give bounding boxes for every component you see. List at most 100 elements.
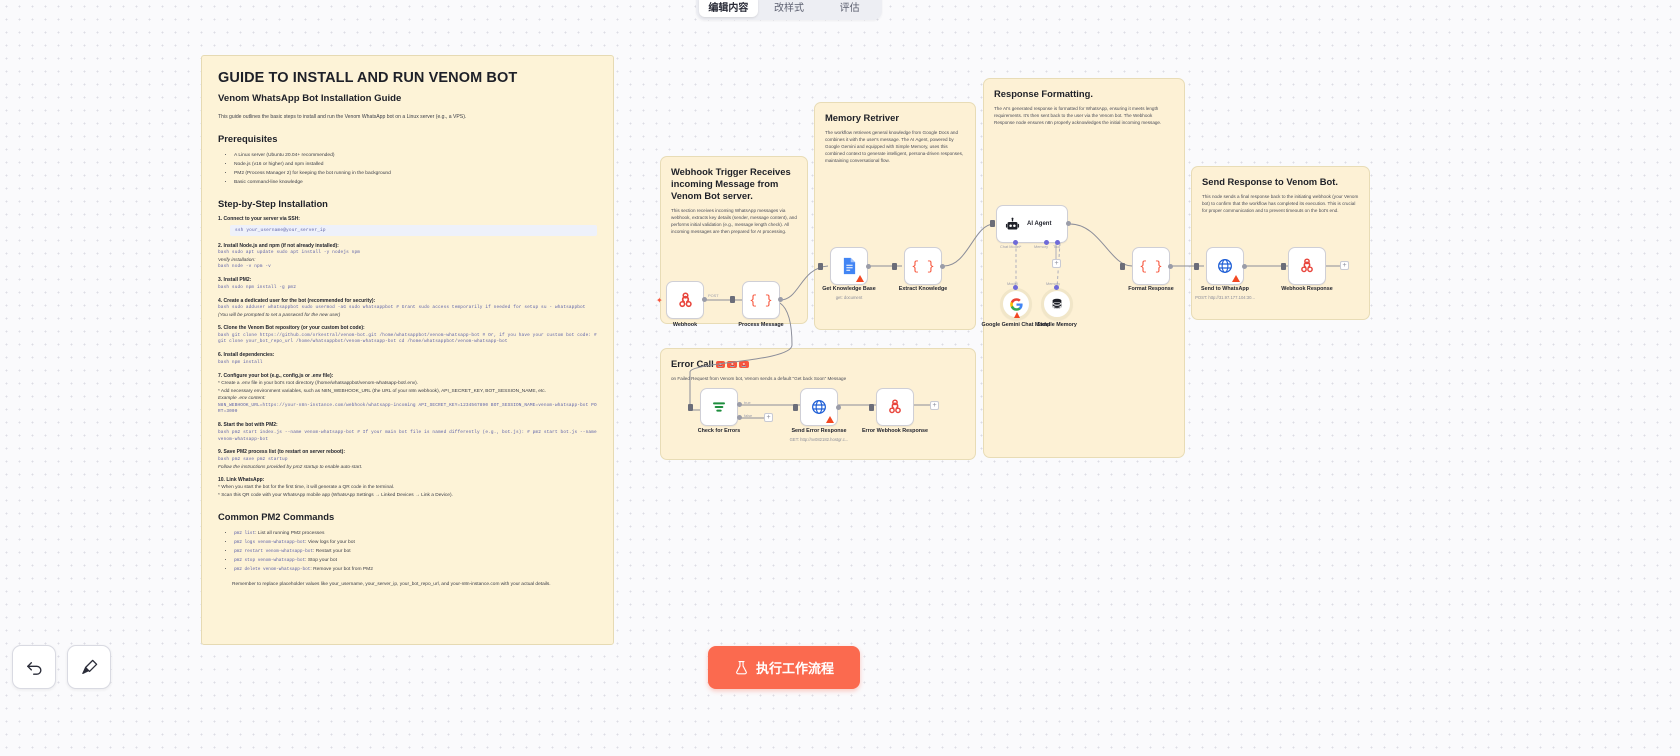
document-footer-note: Remember to replace placeholder values l… <box>232 582 551 588</box>
node-simple-memory[interactable] <box>1041 288 1073 320</box>
anchor-chat-model-label: Chat Model* <box>1000 244 1022 249</box>
step-command: bash node -v npm -v <box>218 264 271 270</box>
webhook-icon <box>889 399 901 414</box>
node-format-response[interactable]: { } <box>1132 247 1170 285</box>
list-item: Basic command-line knowledge <box>234 178 597 187</box>
tab-evaluate[interactable]: 评估 <box>839 2 860 14</box>
install-step: 8. Start the bot with PM2: bash pm2 star… <box>218 422 597 443</box>
port-memory-top[interactable] <box>1054 285 1059 290</box>
node-process-message[interactable]: { } <box>742 281 780 319</box>
port-memory[interactable] <box>1044 240 1049 245</box>
code-braces-icon: { } <box>749 292 773 308</box>
node-webhook[interactable] <box>666 281 704 319</box>
node-ai-agent[interactable]: AI Agent <box>996 205 1068 243</box>
port-senderr-in[interactable] <box>793 404 798 411</box>
port-sendwa-in[interactable] <box>1194 263 1199 270</box>
list-item: pm2 logs venom-whatsapp-bot: View logs f… <box>234 538 597 547</box>
node-get-knowledge-base[interactable] <box>830 247 868 285</box>
add-tool-button[interactable]: + <box>1052 259 1061 268</box>
anchor-false-label: false <box>744 413 753 418</box>
step-title: 3. Install PM2: <box>218 277 252 284</box>
flask-icon <box>736 661 747 675</box>
step-command: bash sudo adduser whatsappbot sudo userm… <box>218 305 586 311</box>
node-extract-knowledge[interactable]: { } <box>904 247 942 285</box>
port-extract-in[interactable] <box>892 263 897 270</box>
document-subtitle: Venom WhatsApp Bot Installation Guide <box>218 93 402 104</box>
port-aiagent-in[interactable] <box>990 220 995 227</box>
port-checkerr-in[interactable] <box>688 404 693 411</box>
install-step: 5. Clone the Venom Bot repository (or yo… <box>218 325 597 346</box>
port-chat-model[interactable] <box>1013 240 1018 245</box>
group-description: This section receives incoming WhatsApp … <box>671 208 797 235</box>
port-format-out[interactable] <box>1168 264 1173 269</box>
run-workflow-button[interactable]: 执行工作流程 <box>708 646 860 689</box>
list-item: pm2 list: List all running PM2 processes <box>234 529 597 538</box>
port-checkerr-true[interactable] <box>737 402 742 407</box>
node-error-webhook-response[interactable] <box>876 388 914 426</box>
google-gemini-icon <box>1009 297 1023 311</box>
list-item: pm2 stop venom-whatsapp-bot: Stop your b… <box>234 556 597 565</box>
node-send-error-response[interactable] <box>800 388 838 426</box>
install-step: 3. Install PM2: bash sudo npm install -g… <box>218 277 597 291</box>
step-bullet: * Create a .env file in your bot's root … <box>218 381 419 387</box>
node-label: Google Gemini Chat Model <box>981 322 1051 328</box>
tab-edit-content[interactable]: 编辑内容 <box>699 0 758 17</box>
add-node-button[interactable]: + <box>930 401 939 410</box>
list-item: pm2 delete venom-whatsapp-bot: Remove yo… <box>234 565 597 574</box>
port-sendwa-out[interactable] <box>1242 264 1247 269</box>
add-node-button[interactable]: + <box>1340 261 1349 270</box>
port-aiagent-out[interactable] <box>1066 221 1071 226</box>
node-label: Webhook <box>672 322 698 328</box>
node-send-to-whatsapp[interactable] <box>1206 247 1244 285</box>
anchor-true-label: true <box>744 400 751 405</box>
group-memory-retriver: Memory Retriver The workflow retrieves g… <box>814 102 976 330</box>
port-extract-out[interactable] <box>940 264 945 269</box>
brush-icon <box>81 659 97 674</box>
port-getkb-in[interactable] <box>818 263 823 270</box>
node-label: Error Webhook Response <box>861 428 929 434</box>
node-label: Get Knowledge Base <box>822 286 876 292</box>
port-whresp-in[interactable] <box>1281 263 1286 270</box>
warning-triangle-icon <box>1014 312 1020 318</box>
port-webhook-out[interactable] <box>702 297 707 302</box>
list-item: pm2 restart venom-whatsapp-bot: Restart … <box>234 547 597 556</box>
port-gemini-top[interactable] <box>1013 285 1018 290</box>
group-description: on Failed Request from Venom bot, Venom … <box>671 376 847 382</box>
step-note: (You will be prompted to set a password … <box>218 312 341 318</box>
warning-triangle-icon <box>856 275 864 282</box>
step-command: bash sudo npm install -g pm2 <box>218 284 296 290</box>
warning-triangle-icon <box>1232 275 1240 282</box>
port-process-out[interactable] <box>778 297 783 302</box>
step-command: bash git clone https://github.com/orkest… <box>218 332 597 345</box>
port-process-in[interactable] <box>730 296 735 303</box>
port-format-in[interactable] <box>1120 263 1125 270</box>
tab-change-style[interactable]: 改样式 <box>774 2 804 14</box>
brush-button[interactable] <box>67 645 111 689</box>
group-description: The AI's generated response is formatted… <box>994 106 1162 126</box>
anchor-tool-label: Tool <box>1053 244 1061 249</box>
node-check-for-errors[interactable] <box>700 388 738 426</box>
node-webhook-response[interactable] <box>1288 247 1326 285</box>
undo-arrow-icon <box>26 661 41 675</box>
globe-icon <box>1218 259 1232 273</box>
install-step: 9. Save PM2 process list (to restart on … <box>218 449 597 471</box>
node-label: Simple Memory <box>1037 322 1077 328</box>
install-step: 1. Connect to your server via SSH: ssh y… <box>218 216 597 236</box>
port-senderr-out[interactable] <box>836 405 841 410</box>
undo-button[interactable] <box>12 645 56 689</box>
add-node-button[interactable]: + <box>764 413 773 422</box>
list-item: A Linux server (Ubuntu 20.04+ recommende… <box>234 151 597 160</box>
page-title: GUIDE TO INSTALL AND RUN VENOM BOT <box>218 70 518 86</box>
code-braces-icon: { } <box>1139 258 1163 274</box>
step-note: Example .env content: <box>218 396 266 402</box>
port-tool[interactable] <box>1055 240 1060 245</box>
port-errwh-in[interactable] <box>869 404 874 411</box>
port-getkb-out[interactable] <box>866 264 871 269</box>
list-item: PM2 (Process Manager 2) for keeping the … <box>234 169 597 178</box>
step-command: bash sudo apt update sudo apt install -y… <box>218 250 361 256</box>
run-workflow-label: 执行工作流程 <box>755 661 834 676</box>
node-google-gemini[interactable] <box>1000 288 1032 320</box>
port-checkerr-false[interactable] <box>737 415 742 420</box>
mode-tab-bar: 编辑内容 改样式 评估 <box>696 0 882 20</box>
